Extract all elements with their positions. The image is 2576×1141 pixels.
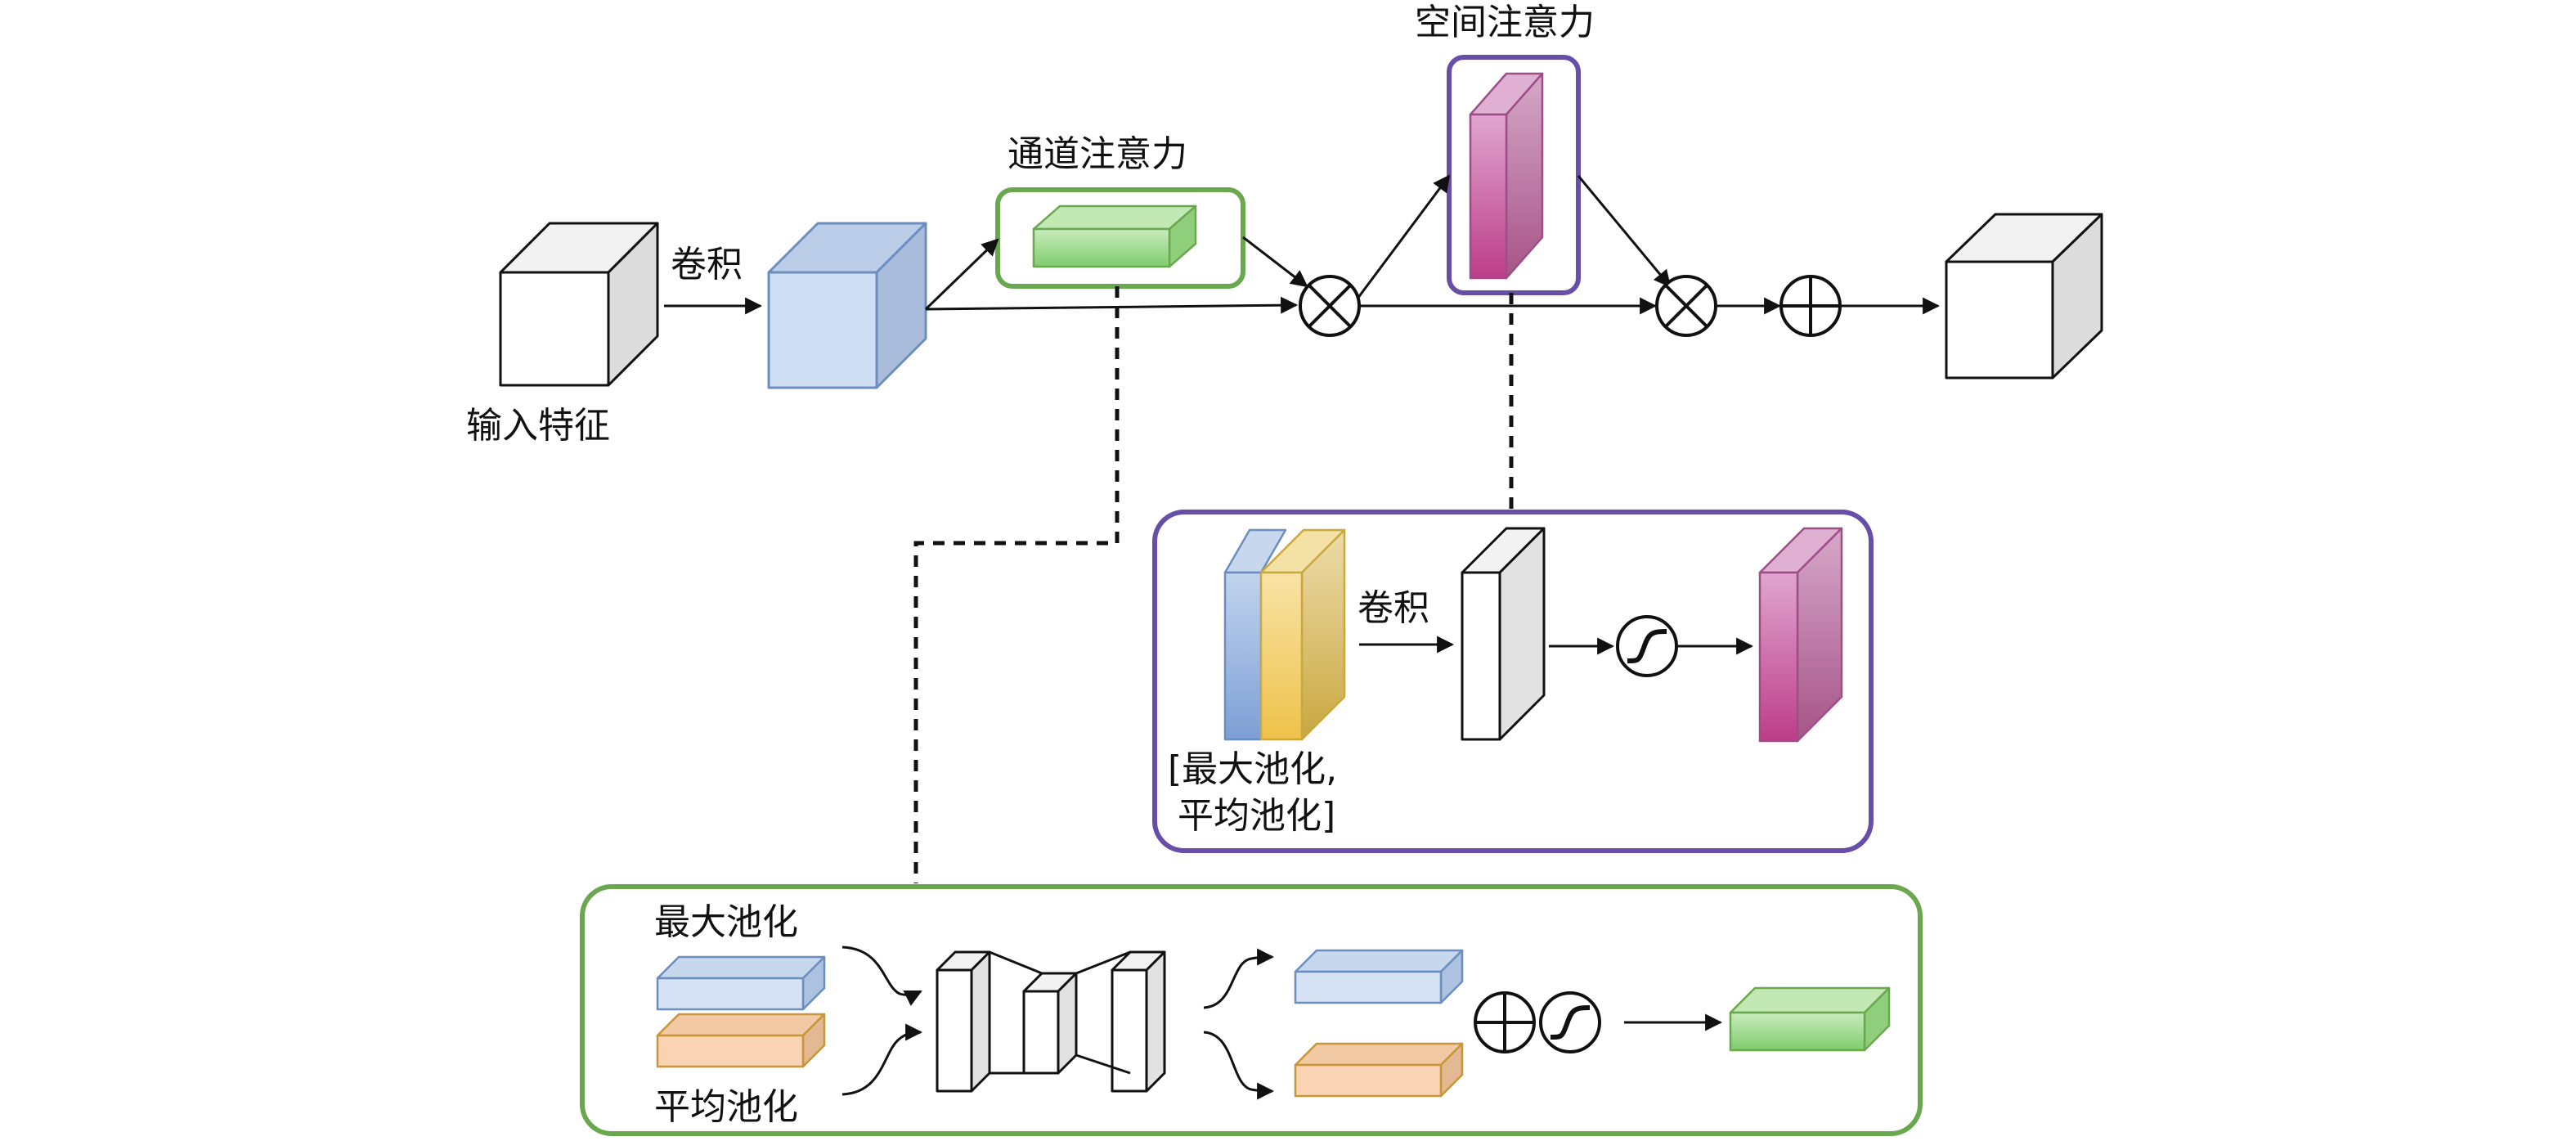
pool-concat-label-2: 平均池化]: [1178, 795, 1335, 837]
channel-attention-label: 通道注意力: [1008, 133, 1187, 175]
sigmoid-icon: [1616, 615, 1678, 677]
avg-pool-vector: [656, 1013, 826, 1068]
max-pool-mlp-output: [1294, 949, 1464, 1004]
arrow-max-to-mlp: [841, 946, 922, 1006]
channel-attention-bar: [1032, 204, 1197, 268]
max-pool-label: 最大池化: [654, 901, 798, 943]
conv-label-spatial: 卷积: [1358, 587, 1429, 629]
arrow-skip-to-multiply-1: [925, 296, 1299, 314]
multiply-icon: [1299, 275, 1361, 337]
pooled-maps-stack: [1223, 528, 1346, 741]
input-feature-cube: [499, 222, 659, 387]
arrow-to-channel-attention: [924, 238, 999, 311]
conv-label-top: 卷积: [671, 244, 743, 285]
arrow-mlp-to-max-out: [1203, 948, 1275, 1009]
spatial-output-map: [1758, 527, 1843, 743]
arrow-spatial-to-multiply-2: [1577, 175, 1672, 288]
add-icon: [1474, 991, 1536, 1053]
sigmoid-icon: [1539, 991, 1601, 1053]
max-pool-vector: [656, 955, 826, 1011]
arrow-to-spatial-attention: [1356, 174, 1451, 299]
spatial-attention-detail-box: [1152, 510, 1874, 853]
arrow-mlp-to-avg-out: [1203, 1031, 1275, 1100]
output-feature-cube: [1945, 213, 2103, 380]
channel-attention-detail-box: [580, 884, 1923, 1136]
add-icon: [1779, 275, 1842, 337]
spatial-attention-label: 空间注意力: [1415, 2, 1595, 43]
shared-mlp: [936, 950, 1166, 1093]
arrow-channel-to-multiply-1: [1242, 236, 1308, 288]
arrow-avg-to-mlp: [841, 1023, 923, 1096]
avg-pool-label: 平均池化: [654, 1086, 798, 1128]
channel-attention-output: [1729, 986, 1891, 1052]
conv-output-map: [1461, 527, 1546, 741]
spatial-attention-map: [1469, 72, 1544, 280]
dashed-link-channel-detail: [913, 286, 1120, 883]
avg-pool-mlp-output: [1294, 1042, 1464, 1098]
multiply-icon: [1655, 275, 1717, 337]
input-feature-label: 输入特征: [466, 405, 610, 447]
pool-concat-label-1: [最大池化,: [1168, 748, 1337, 790]
conv-feature-cube: [767, 222, 927, 389]
